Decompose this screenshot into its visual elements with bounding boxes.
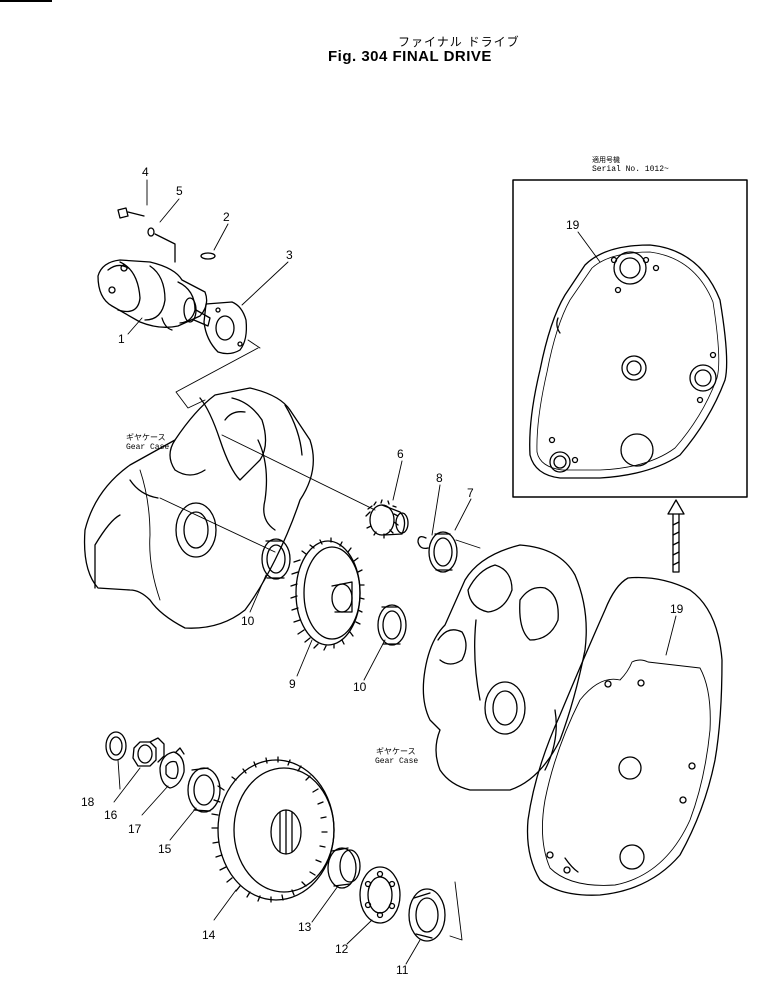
inset-frame — [512, 179, 748, 498]
bearing-11 — [408, 888, 446, 942]
applicability-label: 適用号機 — [592, 156, 620, 164]
callout-12: 12 — [335, 942, 349, 956]
callout-2: 2 — [223, 210, 230, 224]
hydraulic-motor-1 — [97, 259, 211, 331]
gear-case-label-upper: Gear Case — [126, 443, 170, 452]
bearing-15 — [187, 767, 221, 813]
callout-10-lower: 10 — [353, 680, 367, 694]
callout-19-inset: 19 — [566, 218, 580, 232]
lock-washer-17 — [159, 747, 185, 789]
gear-case-label-jp-upper: ギヤケース — [126, 433, 166, 442]
gear-case-label-jp-lower: ギヤケース — [376, 747, 416, 756]
callout-9: 9 — [289, 677, 296, 691]
callout-8: 8 — [436, 471, 443, 485]
gear-case-lower — [422, 544, 587, 791]
callout-10-upper: 10 — [241, 614, 255, 628]
callout-leaders — [113, 179, 677, 965]
callout-4: 4 — [142, 165, 149, 179]
callout-11: 11 — [396, 963, 409, 977]
assembly-lines — [159, 339, 481, 941]
bearing-7 — [428, 531, 458, 573]
serial-number-label: Serial No. 1012~ — [592, 165, 669, 174]
spacer-13 — [327, 847, 361, 889]
washer-5 — [147, 227, 176, 263]
callout-13: 13 — [298, 920, 312, 934]
figure-title-japanese: ファイナル ドライブ — [398, 35, 520, 49]
bearing-10-upper — [261, 538, 291, 580]
pinion-gear-6 — [365, 499, 409, 539]
callout-18: 18 — [81, 795, 95, 809]
callout-1: 1 — [118, 332, 125, 346]
callout-14: 14 — [202, 928, 216, 942]
cover-plate-19 — [526, 576, 723, 896]
o-ring-2 — [200, 252, 216, 260]
cover-plate-inset — [529, 244, 728, 479]
corner-mark — [0, 0, 52, 2]
gear-case-label-lower: Gear Case — [375, 757, 419, 766]
bearing-18 — [105, 731, 127, 761]
bolt-4 — [117, 207, 145, 219]
callout-19-lower: 19 — [670, 602, 684, 616]
callout-3: 3 — [286, 248, 293, 262]
snap-ring-8 — [417, 536, 429, 550]
gasket-3 — [203, 301, 248, 355]
figure-title: Fig. 304 FINAL DRIVE — [328, 48, 492, 65]
replacement-arrow — [667, 499, 685, 573]
callout-15: 15 — [158, 842, 172, 856]
callout-16: 16 — [104, 808, 118, 822]
callout-17: 17 — [128, 822, 142, 836]
nut-16 — [132, 737, 165, 767]
gear-case-upper — [83, 387, 314, 629]
spur-gear-9 — [290, 537, 365, 651]
bearing-12 — [359, 866, 401, 924]
bearing-10-lower — [377, 604, 407, 646]
callout-6: 6 — [397, 447, 404, 461]
gear-14 — [211, 756, 335, 903]
callout-5: 5 — [176, 184, 183, 198]
callout-7: 7 — [467, 486, 474, 500]
